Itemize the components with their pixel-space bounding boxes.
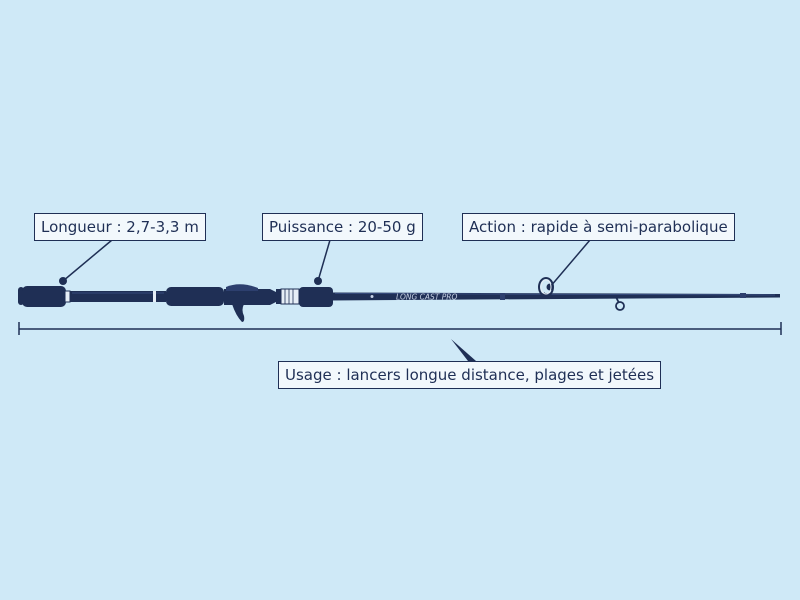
rear-grip-ring [64, 290, 71, 303]
guide-large [538, 277, 554, 298]
brand-text: LONG CAST PRO [396, 293, 457, 302]
reel-seat-top [226, 284, 258, 291]
rod-highlight [334, 293, 776, 296]
reel-hood-ring [276, 289, 281, 304]
leader-line-length [62, 239, 113, 282]
leader-dot-power [314, 277, 322, 285]
reel-seat [224, 289, 276, 305]
callout-power: Puissance : 20-50 g [262, 213, 423, 241]
length-bracket [18, 322, 782, 335]
rod-ferrule [740, 293, 746, 298]
reel-hood-metal [280, 288, 300, 305]
leader-dot-action [546, 283, 554, 291]
butt-tube [70, 291, 166, 302]
leader-line-power [317, 239, 331, 282]
trigger [232, 304, 245, 322]
usage-pointer [451, 339, 476, 361]
fore-grip [166, 287, 224, 306]
callout-usage: Usage : lancers longue distance, plages … [278, 361, 662, 389]
callout-action: Action : rapide à semi-parabolique [462, 213, 735, 241]
butt-winding [153, 291, 156, 302]
leader-line-action [549, 239, 591, 288]
leader-dot-length [59, 277, 67, 285]
rod-ferrule-2 [500, 293, 505, 300]
guide-small [615, 296, 625, 311]
front-grip [299, 287, 333, 307]
rear-grip [22, 286, 66, 307]
callout-length: Longueur : 2,7-3,3 m [34, 213, 206, 241]
brand-mark-icon [370, 295, 374, 298]
